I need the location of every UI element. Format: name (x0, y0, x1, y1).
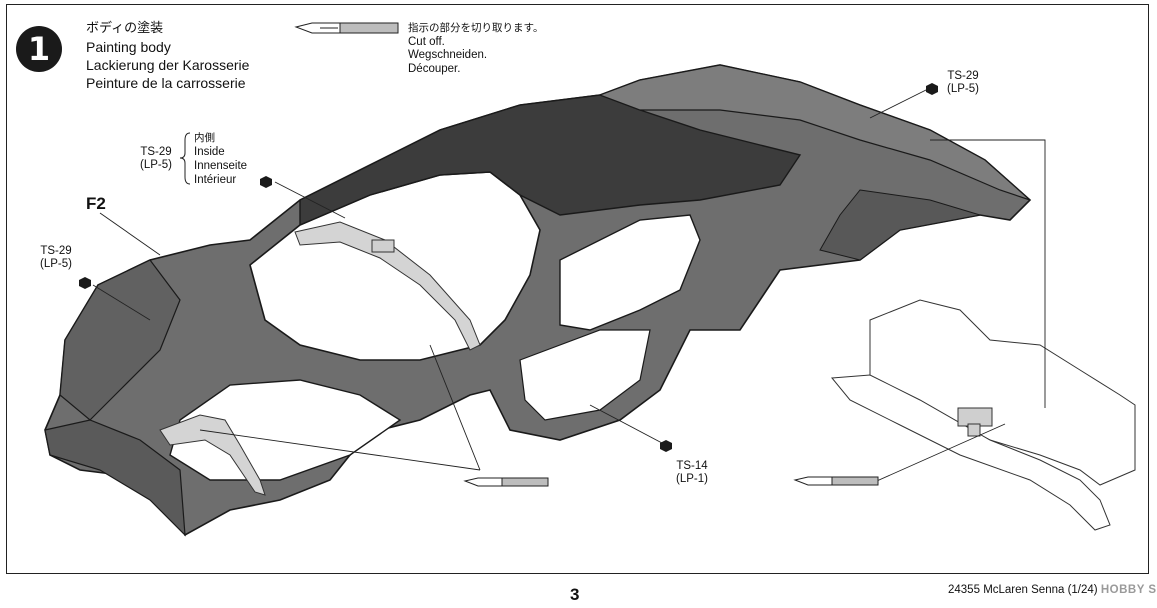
page-number: 3 (570, 585, 580, 604)
paint-label-rear: TS-29 (LP-5) (947, 70, 979, 95)
part-label: F2 (86, 194, 106, 213)
kit-number: 24355 (948, 584, 980, 596)
cut-off-note: 指示の部分を切り取ります。 Cut off. Wegschneiden. Déc… (408, 22, 543, 76)
cut-note-de: Wegschneiden. (408, 49, 488, 61)
label-bracket (179, 132, 191, 185)
step-number-badge: 1 (16, 26, 62, 72)
detail-inset (831, 299, 1136, 531)
title-en: Painting body (86, 39, 171, 55)
title-jp: ボディの塗装 (86, 21, 164, 36)
footer: 24355 McLaren Senna (1/24) HOBBY SEARCH (948, 584, 1157, 596)
cut-note-jp: 指示の部分を切り取ります。 (408, 22, 544, 34)
paint-label-inside-code: TS-29 (LP-5) (140, 146, 172, 171)
step-number: 1 (27, 30, 51, 68)
car-body (44, 64, 1032, 537)
cut-note-fr: Découper. (408, 62, 461, 75)
knife-icon (793, 476, 879, 486)
cut-note-en: Cut off. (408, 35, 445, 48)
instruction-frame (6, 4, 1149, 574)
kit-name: McLaren Senna (1/24) (983, 584, 1098, 596)
leader-lines (92, 87, 1046, 485)
title-de: Lackierung der Karosserie (86, 57, 250, 73)
paint-label-underside: TS-14 (LP-1) (676, 460, 708, 485)
title-fr: Peinture de la carrosserie (86, 75, 246, 91)
paint-drop-icon (79, 277, 91, 289)
watermark: HOBBY SEARCH (1100, 584, 1157, 596)
knife-icon (463, 477, 549, 487)
step-title-block: ボディの塗装 Painting body Lackierung der Karo… (86, 20, 249, 92)
paint-drop-icon (660, 440, 672, 452)
clear-crossbar (294, 221, 481, 351)
paint-inside-note: 内側 Inside Innenseite Intérieur (194, 132, 248, 186)
knife-icon (294, 22, 399, 34)
paint-drop-icon (260, 176, 272, 188)
clear-front-bracket (159, 414, 266, 496)
paint-drop-icon (926, 83, 938, 95)
paint-label-front: TS-29 (LP-5) (40, 245, 72, 270)
